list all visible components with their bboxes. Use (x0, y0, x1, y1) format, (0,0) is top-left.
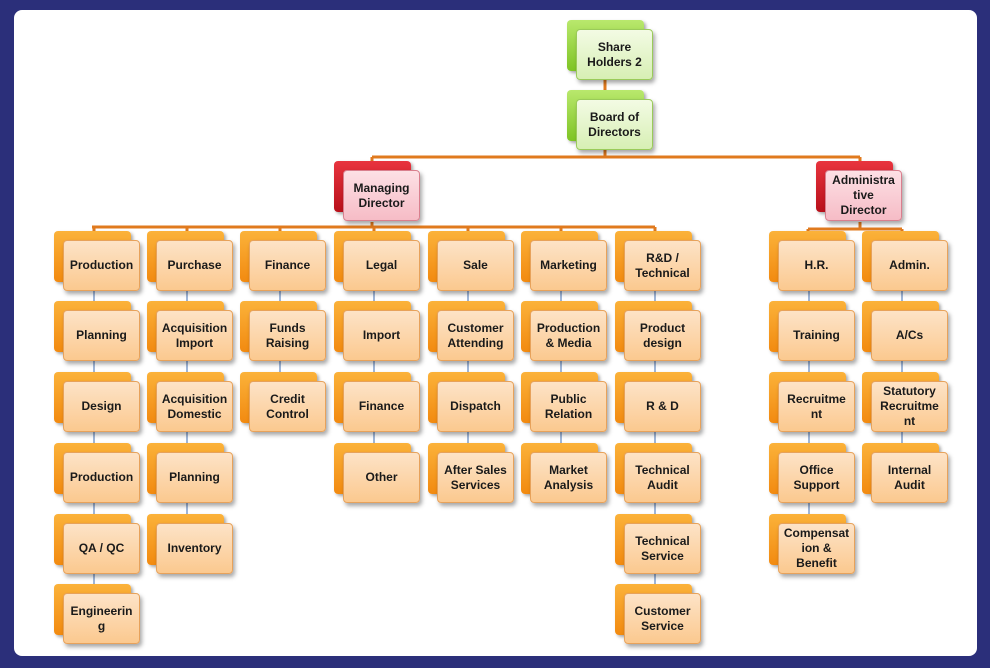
node-dept-rd-technical-label: R&D / Technical (624, 240, 701, 291)
node-production-design-label: Design (63, 381, 140, 432)
node-share-holders-label: Share Holders 2 (576, 29, 653, 80)
node-production-qa-qc: QA / QC (54, 514, 140, 574)
node-hr-office-support: Office Support (769, 443, 855, 503)
node-dept-sale-label: Sale (437, 240, 514, 291)
node-production-production: Production (54, 443, 140, 503)
node-finance-credit-control: Credit Control (240, 372, 326, 432)
node-rd-technical-technical-service: Technical Service (615, 514, 701, 574)
node-purchase-acquisition-domestic: Acquisition Domestic (147, 372, 233, 432)
node-sale-after-sales-services-label: After Sales Services (437, 452, 514, 503)
node-dept-marketing: Marketing (521, 231, 607, 291)
node-purchase-inventory-label: Inventory (156, 523, 233, 574)
node-purchase-planning-label: Planning (156, 452, 233, 503)
node-admin-internal-audit: Internal Audit (862, 443, 948, 503)
node-rd-technical-technical-audit-label: Technical Audit (624, 452, 701, 503)
node-purchase-acquisition-domestic-label: Acquisition Domestic (156, 381, 233, 432)
node-dept-legal-label: Legal (343, 240, 420, 291)
node-managing-director: Managing Director (334, 161, 420, 221)
node-hr-compensat-ion-benefit-label: Compensat ion & Benefit (778, 523, 855, 574)
node-dept-sale: Sale (428, 231, 514, 291)
node-legal-finance-label: Finance (343, 381, 420, 432)
node-rd-technical-r-d-label: R & D (624, 381, 701, 432)
node-sale-dispatch-label: Dispatch (437, 381, 514, 432)
node-production-planning: Planning (54, 301, 140, 361)
node-dept-hr: H.R. (769, 231, 855, 291)
node-legal-import-label: Import (343, 310, 420, 361)
node-purchase-acquisition-import: Acquisition Import (147, 301, 233, 361)
node-board-of-directors-label: Board of Directors (576, 99, 653, 150)
node-admin-statutory-recruitme-nt: Statutory Recruitme nt (862, 372, 948, 432)
node-dept-purchase-label: Purchase (156, 240, 233, 291)
node-legal-other: Other (334, 443, 420, 503)
node-marketing-production-media-label: Production & Media (530, 310, 607, 361)
node-dept-hr-label: H.R. (778, 240, 855, 291)
node-hr-training-label: Training (778, 310, 855, 361)
node-marketing-public-relation: Public Relation (521, 372, 607, 432)
node-legal-finance: Finance (334, 372, 420, 432)
node-rd-technical-product-design-label: Product design (624, 310, 701, 361)
node-sale-customer-attending: Customer Attending (428, 301, 514, 361)
node-sale-after-sales-services: After Sales Services (428, 443, 514, 503)
node-dept-marketing-label: Marketing (530, 240, 607, 291)
node-dept-admin-label: Admin. (871, 240, 948, 291)
node-hr-office-support-label: Office Support (778, 452, 855, 503)
node-sale-customer-attending-label: Customer Attending (437, 310, 514, 361)
node-dept-finance: Finance (240, 231, 326, 291)
node-marketing-public-relation-label: Public Relation (530, 381, 607, 432)
node-dept-legal: Legal (334, 231, 420, 291)
node-administrative-director: Administra tive Director (816, 161, 902, 221)
node-dept-production: Production (54, 231, 140, 291)
node-admin-a-cs: A/Cs (862, 301, 948, 361)
node-marketing-production-media: Production & Media (521, 301, 607, 361)
node-admin-a-cs-label: A/Cs (871, 310, 948, 361)
node-marketing-market-analysis-label: Market Analysis (530, 452, 607, 503)
node-rd-technical-customer-service-label: Customer Service (624, 593, 701, 644)
node-administrative-director-label: Administra tive Director (825, 170, 902, 221)
node-dept-admin: Admin. (862, 231, 948, 291)
node-admin-internal-audit-label: Internal Audit (871, 452, 948, 503)
node-rd-technical-technical-audit: Technical Audit (615, 443, 701, 503)
node-rd-technical-customer-service: Customer Service (615, 584, 701, 644)
node-hr-compensat-ion-benefit: Compensat ion & Benefit (769, 514, 855, 574)
node-production-engineerin-g: Engineerin g (54, 584, 140, 644)
node-hr-recruitme-nt: Recruitme nt (769, 372, 855, 432)
node-dept-rd-technical: R&D / Technical (615, 231, 701, 291)
node-hr-recruitme-nt-label: Recruitme nt (778, 381, 855, 432)
node-rd-technical-r-d: R & D (615, 372, 701, 432)
node-managing-director-label: Managing Director (343, 170, 420, 221)
node-rd-technical-technical-service-label: Technical Service (624, 523, 701, 574)
node-purchase-acquisition-import-label: Acquisition Import (156, 310, 233, 361)
node-purchase-planning: Planning (147, 443, 233, 503)
node-marketing-market-analysis: Market Analysis (521, 443, 607, 503)
node-dept-finance-label: Finance (249, 240, 326, 291)
node-share-holders: Share Holders 2 (567, 20, 653, 80)
node-production-production-label: Production (63, 452, 140, 503)
node-production-planning-label: Planning (63, 310, 140, 361)
node-hr-training: Training (769, 301, 855, 361)
node-finance-credit-control-label: Credit Control (249, 381, 326, 432)
node-purchase-inventory: Inventory (147, 514, 233, 574)
node-finance-funds-raising-label: Funds Raising (249, 310, 326, 361)
node-legal-import: Import (334, 301, 420, 361)
node-rd-technical-product-design: Product design (615, 301, 701, 361)
node-dept-production-label: Production (63, 240, 140, 291)
node-finance-funds-raising: Funds Raising (240, 301, 326, 361)
node-sale-dispatch: Dispatch (428, 372, 514, 432)
node-legal-other-label: Other (343, 452, 420, 503)
node-production-qa-qc-label: QA / QC (63, 523, 140, 574)
node-board-of-directors: Board of Directors (567, 90, 653, 150)
node-production-engineerin-g-label: Engineerin g (63, 593, 140, 644)
node-production-design: Design (54, 372, 140, 432)
node-admin-statutory-recruitme-nt-label: Statutory Recruitme nt (871, 381, 948, 432)
node-dept-purchase: Purchase (147, 231, 233, 291)
